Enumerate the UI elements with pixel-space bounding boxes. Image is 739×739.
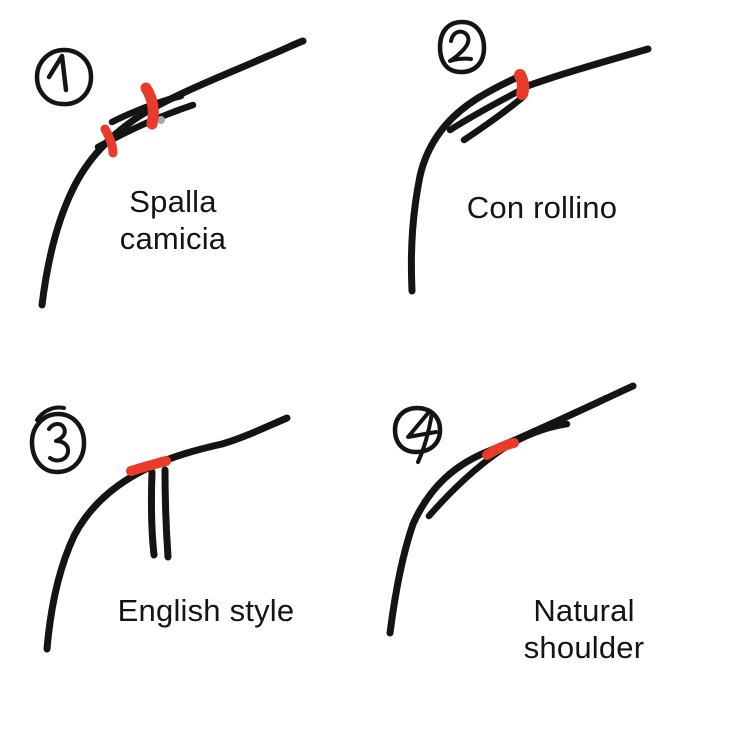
circled-number-3 [29,405,87,475]
seam-mark-4 [482,438,519,460]
number-circle-2 [437,19,487,75]
panel-1-label: Spalla camicia [119,184,227,256]
number-circle-3 [29,411,87,475]
panel-4-label: Natural shoulder [523,593,645,665]
shoulder-line-4 [386,382,637,637]
shoulder-line-1 [38,37,307,309]
panel-1-sketch [34,37,307,309]
sleeve-drop-line-3a [147,468,158,559]
panel-3-sketch [29,405,291,653]
shoulder-line-2 [518,45,652,92]
sleeve-line-1a [108,92,185,126]
seam-mark-1a [140,82,159,130]
circled-number-1 [34,47,94,107]
number-digit-3 [47,422,71,463]
seam-mark-3 [126,456,171,476]
stray-gray-dot [157,116,165,124]
panel-2-label: Con rollino [466,190,618,225]
number-circle-3-overshoot [35,405,66,422]
seam-mark-1b [100,124,118,158]
chest-and-sleeve-top-line-2 [407,73,522,295]
number-circle-1 [34,47,94,107]
number-digit-1 [46,53,69,93]
number-digit-2 [448,29,473,63]
panel-2-sketch [407,19,652,295]
number-circle-4 [392,405,443,455]
panel-4-sketch [386,382,637,637]
roll-line-2b [460,93,527,144]
circled-number-4 [392,405,443,464]
number-digit-4-stroke2 [416,411,434,464]
sleeve-drop-line-3b [161,466,172,561]
panel-3-label: English style [117,593,295,628]
seam-mark-2 [514,69,530,100]
circled-number-2 [437,19,487,75]
roll-line-2a [446,87,523,134]
